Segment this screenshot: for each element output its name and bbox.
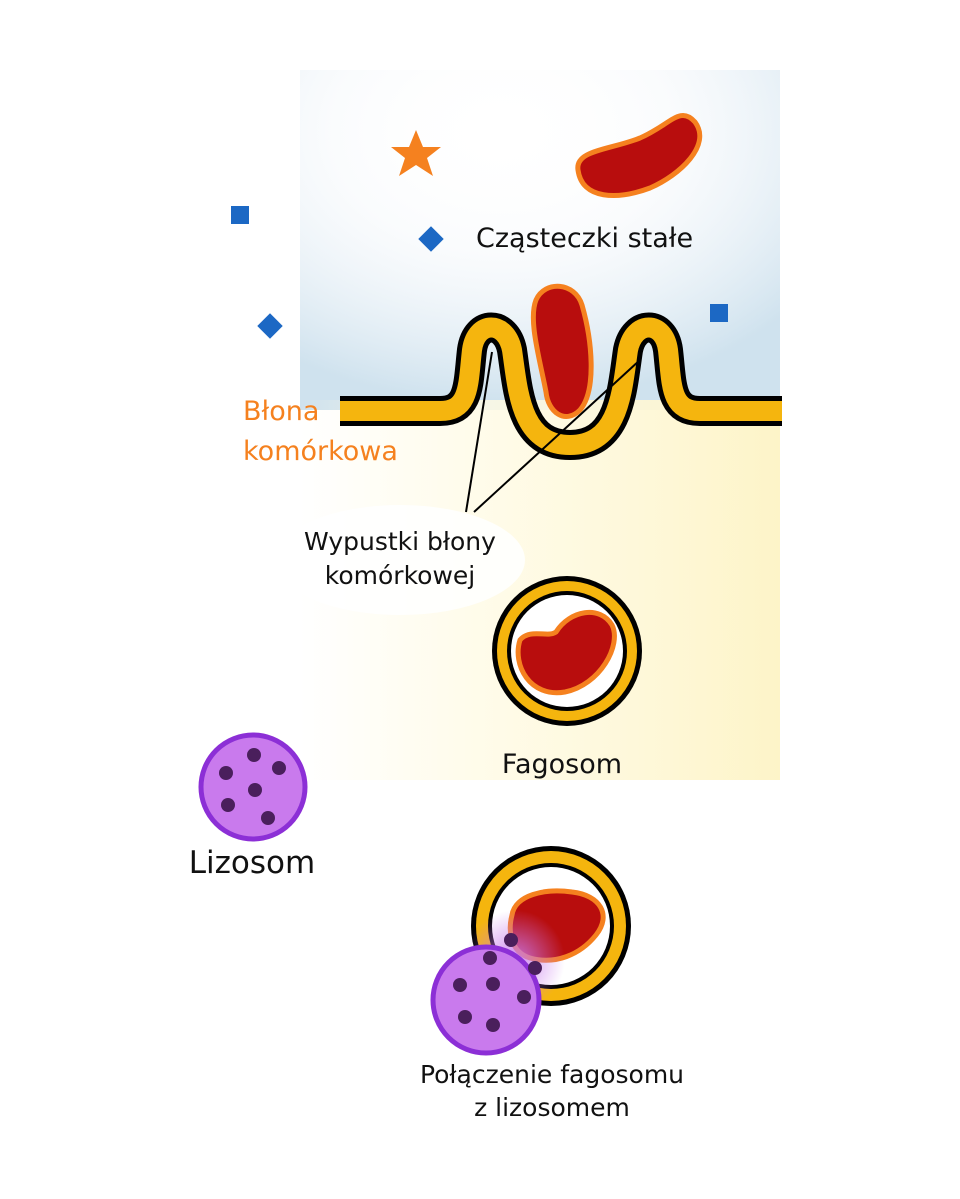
free-particle [575,113,703,198]
small-particles [231,206,728,339]
lysosome-label: Lizosom [189,845,315,881]
projection-leader-lines [465,351,641,513]
phagosome-label: Fagosom [502,749,622,780]
projections-label-halo [275,505,525,615]
lysosome [198,732,308,842]
star-particle [391,130,441,176]
engulfed-particle [530,283,594,419]
projections-label-line1: Wypustki błony [304,527,496,556]
diamond-particle-1 [418,226,444,252]
membrane-label-line2: komórkowa [243,436,398,467]
projections-label-line2: komórkowej [325,561,475,590]
square-particle-1 [231,206,249,224]
phagosome [492,576,642,726]
fusion-label-line2: z lizosomem [474,1093,630,1122]
phagolysosome [430,846,631,1056]
phagosome-particle [515,609,617,696]
fusing-lysosome [430,944,542,1056]
diamond-particle-2 [257,313,283,339]
fusion-label-line1: Połączenie fagosomu [420,1060,684,1089]
particles-label: Cząsteczki stałe [476,223,693,254]
cell-membrane [340,312,782,460]
membrane-label-line1: Błona [243,396,319,427]
square-particle-2 [710,304,728,322]
